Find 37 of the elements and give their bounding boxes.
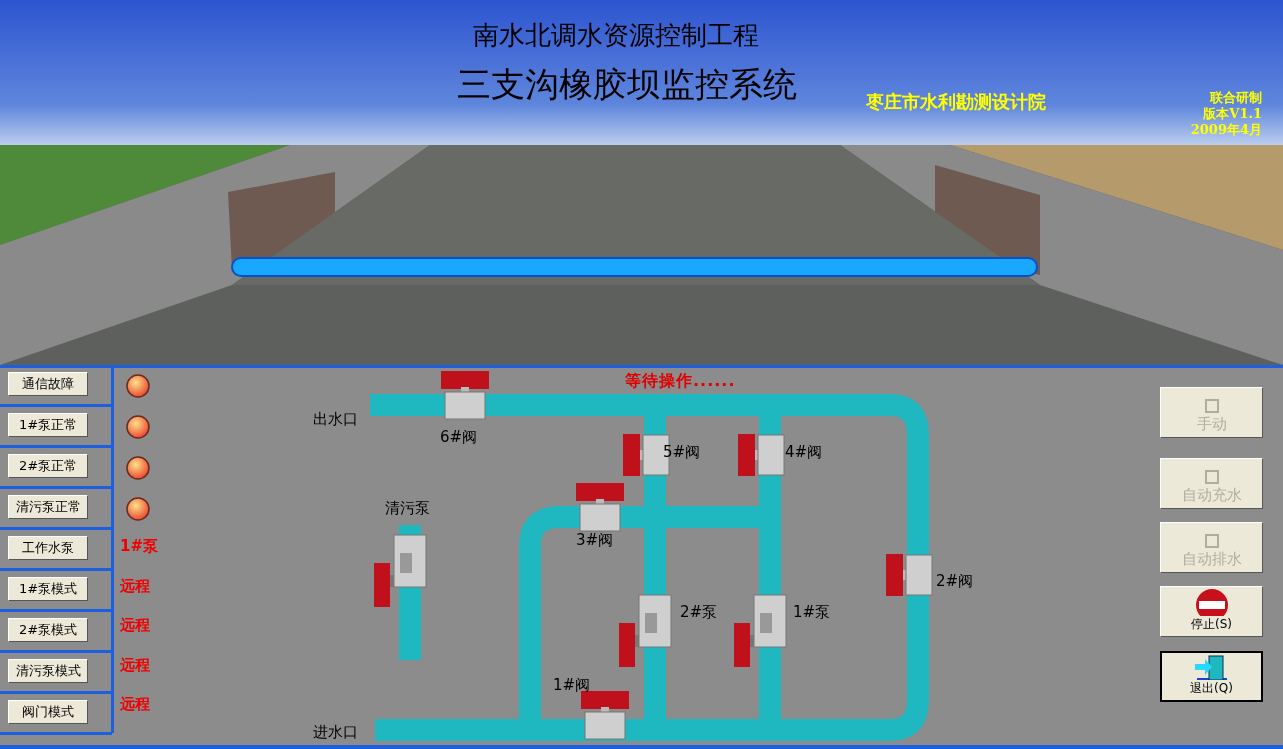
equipment-label: 出水口: [313, 410, 358, 429]
version-note: 联合研制: [1210, 89, 1262, 107]
status-button: 阀门模式: [8, 700, 88, 724]
mode-value: 1#泵: [120, 537, 158, 556]
equipment-label: 1#阀: [553, 676, 591, 695]
equipment-label: 4#阀: [785, 443, 823, 462]
status-button: 1#泵正常: [8, 413, 88, 437]
equipment-label: 清污泵: [385, 499, 430, 518]
control-button: 手动: [1160, 387, 1263, 438]
equipment-label: 5#阀: [663, 443, 701, 462]
version-note: 版本V1.1: [1203, 105, 1262, 123]
control-button: 停止(S): [1160, 586, 1263, 637]
mode-value: 远程: [120, 695, 150, 714]
organization-name: 枣庄市水利勘测设计院: [866, 90, 1046, 114]
subtitle: 三支沟橡胶坝监控系统: [457, 63, 797, 106]
mode-value: 远程: [120, 576, 150, 596]
equipment-label: 6#阀: [440, 428, 478, 447]
equipment-label: 3#阀: [576, 531, 614, 550]
status-button: 2#泵模式: [8, 618, 88, 642]
control-button: 退出(Q): [1160, 651, 1263, 702]
control-button: 自动排水: [1160, 522, 1263, 573]
equipment-label: 1#泵: [793, 603, 831, 622]
mode-value: 远程: [120, 616, 150, 635]
status-button: 清污泵模式: [8, 659, 88, 683]
equipment-label: 2#泵: [680, 603, 718, 622]
status-button: 清污泵正常: [8, 495, 88, 519]
status-button: 工作水泵: [8, 536, 88, 560]
control-button: 自动充水: [1160, 458, 1263, 509]
version-note: 2009年4月: [1190, 121, 1262, 139]
status-button: 通信故障: [8, 372, 88, 396]
status-button: 1#泵模式: [8, 577, 88, 601]
mode-value: 远程: [120, 655, 150, 675]
equipment-label: 进水口: [313, 723, 358, 742]
title: 南水北调水资源控制工程: [473, 19, 759, 52]
status-button: 2#泵正常: [8, 454, 88, 478]
equipment-label: 2#阀: [936, 572, 974, 591]
status-message: 等待操作......: [625, 371, 736, 392]
